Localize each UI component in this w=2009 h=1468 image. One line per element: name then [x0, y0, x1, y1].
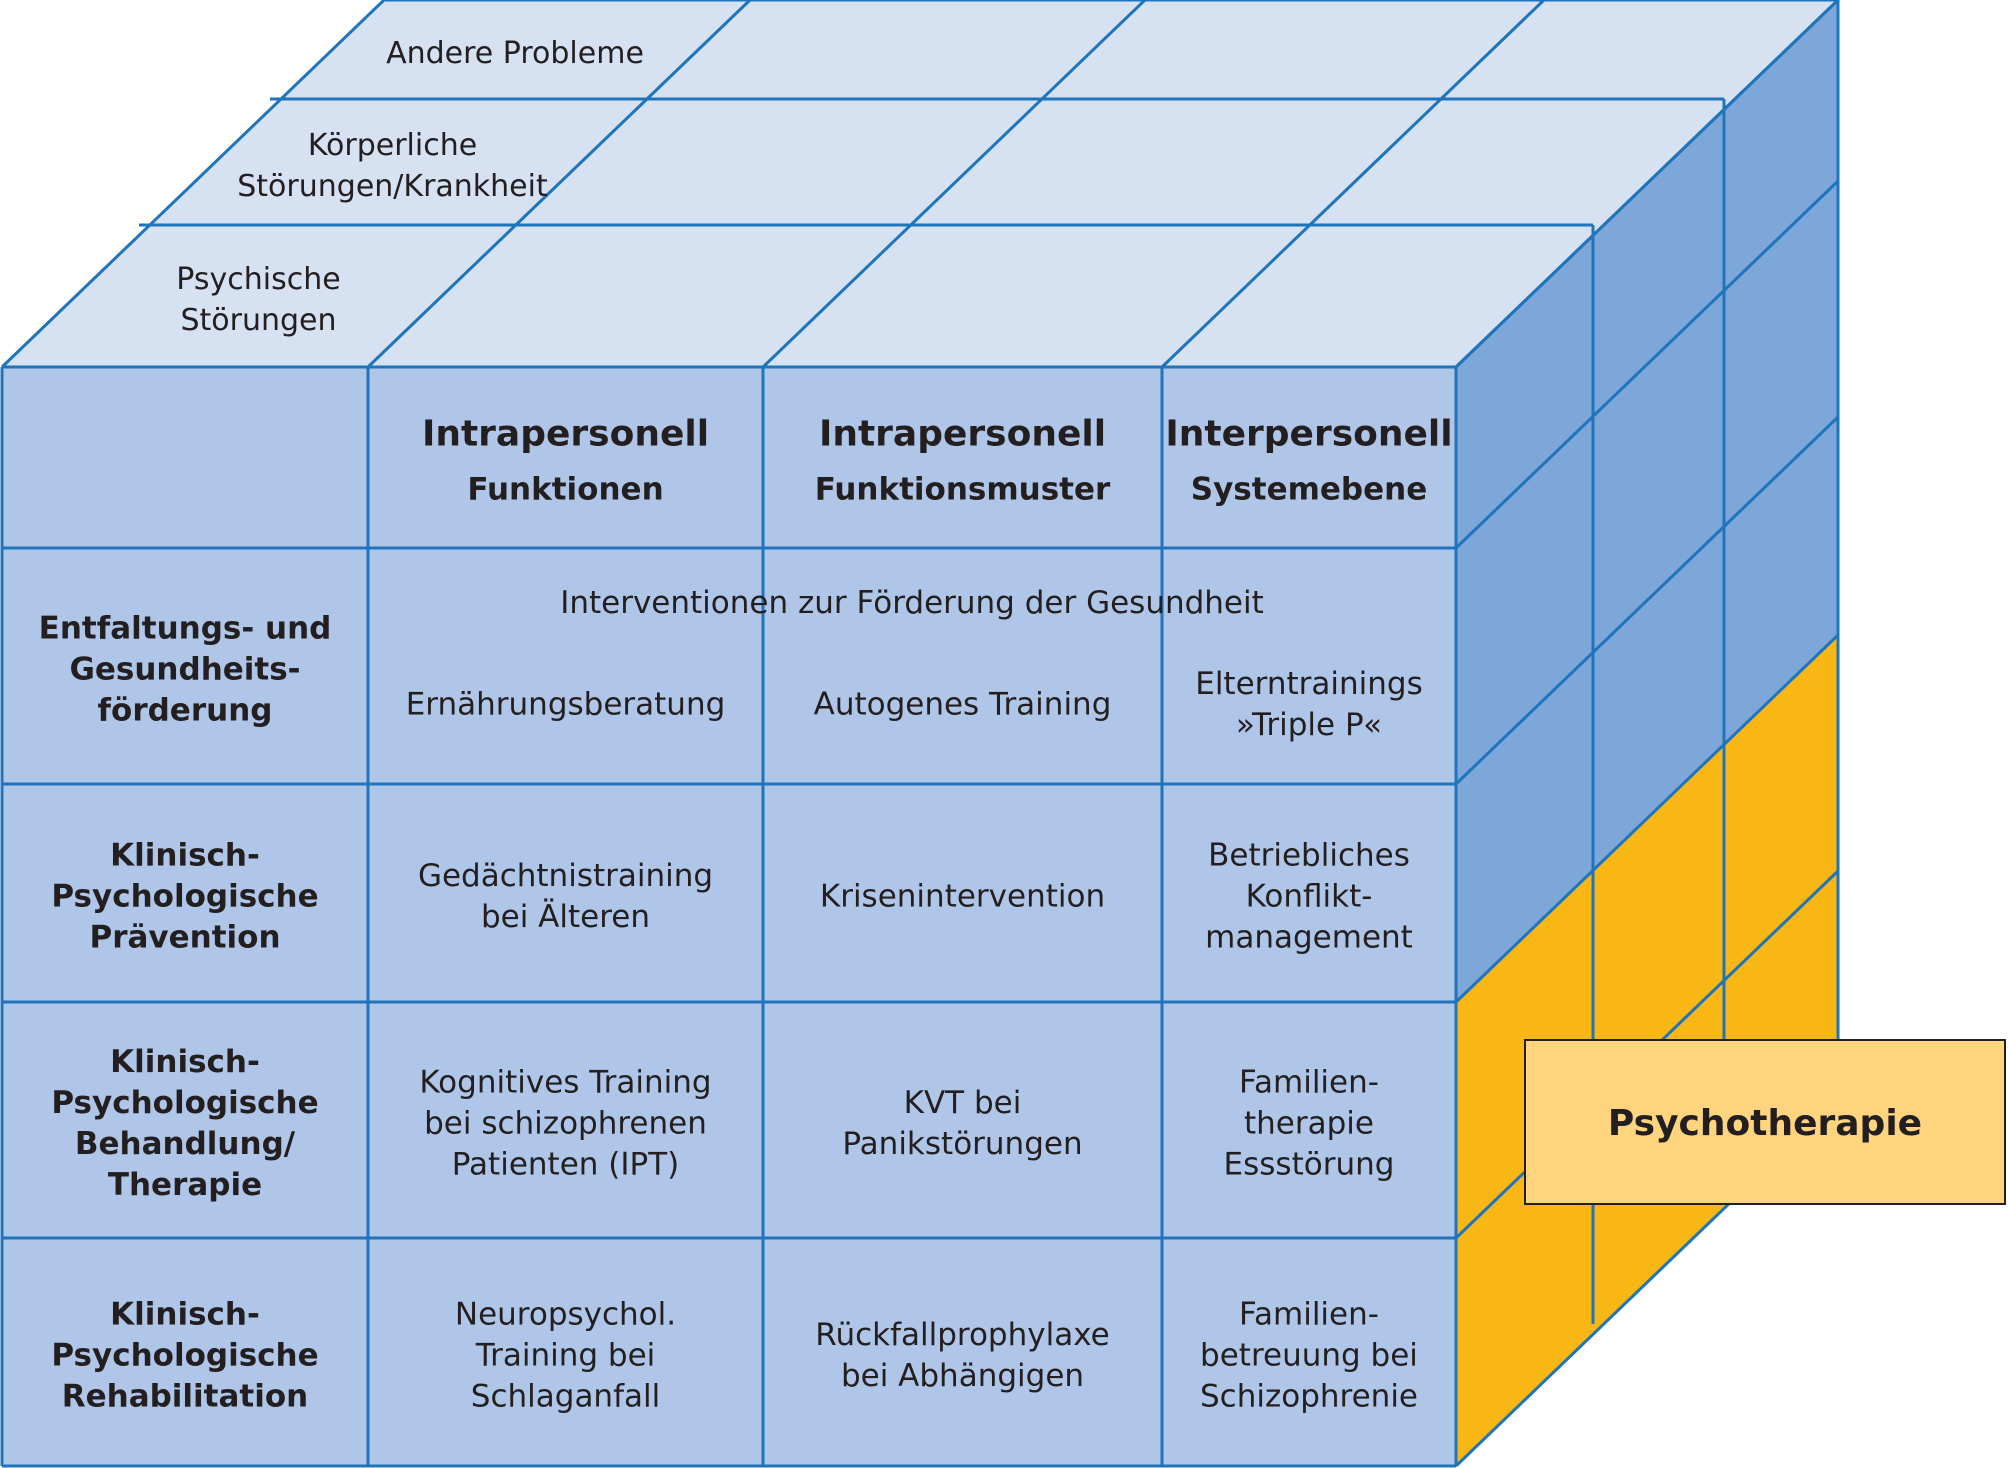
psychotherapy-label: Psychotherapie [1608, 1103, 1922, 1144]
cell-r1-c1: Krisenintervention [820, 879, 1105, 915]
top-recede-line-2 [761, 0, 1147, 369]
side-recede-line-2 [1454, 415, 1840, 786]
psychotherapy-label-box [1524, 1039, 2006, 1205]
top-depth-label-0: Andere Probleme [386, 36, 644, 71]
top-recede-line-3 [1160, 0, 1546, 369]
column-title-0: Intrapersonell [422, 414, 709, 455]
column-subtitle-2: Systemebene [1191, 472, 1427, 508]
side-recede-line-1 [1454, 179, 1840, 550]
front-face [2, 367, 1456, 1466]
row-banner-0: Interventionen zur Förderung der Gesundh… [560, 585, 1264, 621]
column-title-2: Interpersonell [1165, 414, 1452, 455]
column-subtitle-1: Funktionsmuster [815, 472, 1111, 508]
side-recede-line-0 [1454, 0, 1840, 369]
top-recede-line-0 [0, 0, 386, 369]
top-face [2, 0, 1838, 367]
top-recede-line-1 [366, 0, 752, 369]
cell-r0-c2: Elterntrainings»Triple P« [1195, 666, 1423, 743]
cell-r0-c1: Autogenes Training [814, 687, 1112, 723]
cube-grid-lines [0, 0, 1840, 1468]
column-title-1: Intrapersonell [819, 414, 1106, 455]
cell-r0-c0: Ernährungsberatung [406, 687, 726, 723]
column-subtitle-0: Funktionen [467, 472, 663, 508]
side-recede-line-3 [1454, 633, 1840, 1004]
cube-faces [2, 0, 1838, 1466]
